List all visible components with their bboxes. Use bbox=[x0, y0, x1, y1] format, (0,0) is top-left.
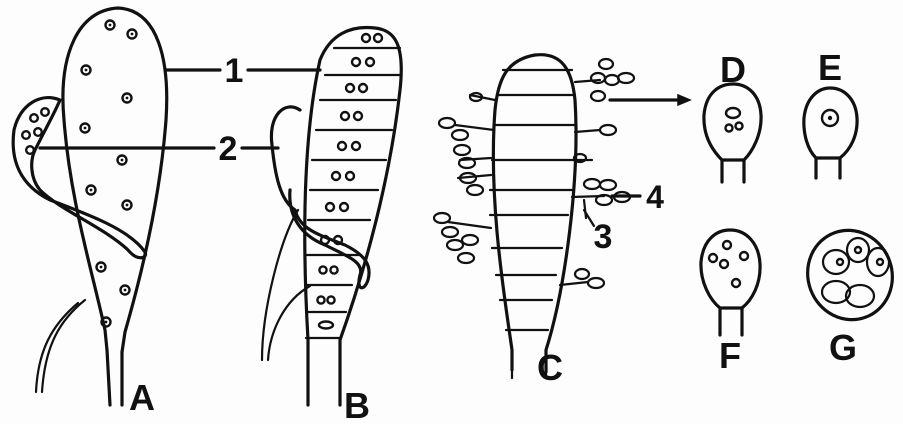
label-figure-g: G bbox=[829, 327, 857, 368]
label-2: 2 bbox=[219, 130, 238, 168]
label-1: 1 bbox=[225, 52, 244, 90]
figure-a-ascogonium bbox=[13, 8, 167, 405]
figure-d-ascus-mother-cell bbox=[704, 84, 761, 182]
label-figure-c: C bbox=[537, 347, 563, 388]
label-figure-b: B bbox=[344, 385, 370, 424]
figure-c-left-branches bbox=[434, 93, 495, 263]
figure-f-young-ascus bbox=[701, 230, 760, 335]
label-figure-e: E bbox=[818, 47, 842, 88]
figure-e-fused-nucleus bbox=[804, 88, 857, 178]
figure-c-ascogenous-hyphae bbox=[434, 55, 690, 378]
figure-a-nuclei bbox=[22, 21, 136, 327]
figure-b-septate-ascogonium bbox=[262, 27, 401, 405]
label-figure-d: D bbox=[720, 49, 746, 90]
label-3: 3 bbox=[594, 218, 613, 256]
label-4: 4 bbox=[646, 179, 664, 215]
label-figure-f: F bbox=[719, 335, 741, 376]
label-figure-a: A bbox=[129, 377, 155, 418]
figure-g-mature-ascus bbox=[795, 218, 903, 331]
